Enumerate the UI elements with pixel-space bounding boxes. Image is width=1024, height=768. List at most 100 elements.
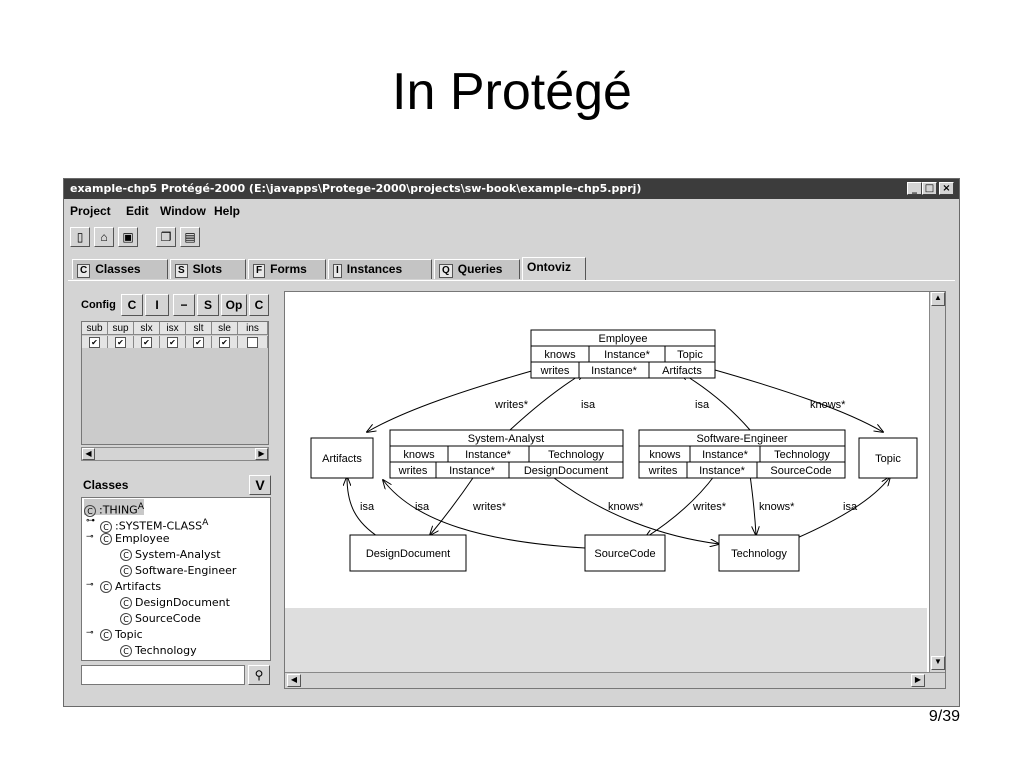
find-button[interactable]: ⚲ <box>248 665 270 685</box>
checkbox-sub[interactable]: ✔ <box>89 337 100 349</box>
menu-window[interactable]: Window <box>160 204 206 218</box>
col-slt: slt <box>186 322 212 335</box>
paste-button[interactable]: ▤ <box>180 227 200 247</box>
scroll-right-button[interactable]: ▶ <box>911 674 925 687</box>
panel-splitter[interactable] <box>276 291 282 691</box>
ontoviz-panel: writes* isa isa knows* isa isa writes* k… <box>284 291 946 689</box>
edge-writes-sa-dd <box>430 474 476 535</box>
save-project-button[interactable]: ▣ <box>118 227 138 247</box>
config-hscrollbar[interactable]: ◀ ▶ <box>81 447 269 461</box>
edge-isa-sc-artifacts <box>383 480 586 549</box>
scroll-left-button[interactable]: ◀ <box>82 448 95 460</box>
open-folder-icon: ⌂ <box>100 230 108 244</box>
label-writes-sa: writes* <box>472 501 507 513</box>
maximize-button[interactable]: □ <box>922 182 937 195</box>
scroll-right-button[interactable]: ▶ <box>255 448 268 460</box>
tree-node-thing[interactable]: C:THINGA <box>84 499 144 517</box>
forms-tab-icon: F <box>253 264 266 278</box>
tab-divider <box>68 280 955 281</box>
label-knows-top: knows* <box>810 399 846 411</box>
node-artifacts: Artifacts <box>322 453 362 465</box>
col-sup: sup <box>108 322 134 335</box>
collapse-icon[interactable]: ⊸ <box>86 580 94 590</box>
employee-name: Employee <box>599 333 648 345</box>
checkbox-ins[interactable] <box>247 337 258 349</box>
collapse-icon[interactable]: ⊸ <box>86 532 94 542</box>
menu-project[interactable]: Project <box>70 204 111 218</box>
svg-text:knows: knows <box>649 449 681 461</box>
instances-tab-icon: I <box>333 264 342 278</box>
copy-button[interactable]: ❐ <box>156 227 176 247</box>
label-isa-sc: isa <box>415 501 430 513</box>
software-engineer-name: Software-Engineer <box>696 433 787 445</box>
tab-ontoviz[interactable]: Ontoviz <box>522 257 586 280</box>
slot-config-button[interactable]: S <box>197 294 219 316</box>
checkbox-isx[interactable]: ✔ <box>167 337 178 349</box>
label-knows-se: knows* <box>759 501 795 513</box>
config-label[interactable]: Config <box>81 299 116 311</box>
label-isa-dd: isa <box>360 501 375 513</box>
class-search-input[interactable] <box>81 665 245 685</box>
graph-hscrollbar[interactable]: ◀ ▶ <box>285 672 945 688</box>
config-grid: sub sup slx isx slt sle ins ✔ ✔ ✔ ✔ ✔ ✔ <box>81 321 269 445</box>
minimize-button[interactable]: _ <box>907 182 922 195</box>
col-sle: sle <box>212 322 238 335</box>
expand-icon[interactable]: ⊶ <box>86 516 95 526</box>
col-sub: sub <box>82 322 108 335</box>
slots-tab-icon: S <box>175 264 188 278</box>
add-class-icon: C <box>127 298 137 312</box>
col-isx: isx <box>160 322 186 335</box>
svg-text:Instance*: Instance* <box>591 365 638 377</box>
classes-view-button[interactable]: V <box>249 475 271 495</box>
col-slx: slx <box>134 322 160 335</box>
edge-isa-se-employee <box>680 372 751 431</box>
class-icon: C <box>100 533 112 545</box>
edge-knows-se-technology <box>749 474 756 535</box>
add-instance-button[interactable]: I <box>145 294 169 316</box>
collapse-icon[interactable]: ⊸ <box>86 628 94 638</box>
new-project-button[interactable]: ▯ <box>70 227 90 247</box>
svg-text:SourceCode: SourceCode <box>770 465 831 477</box>
scroll-left-button[interactable]: ◀ <box>287 674 301 687</box>
add-class-button[interactable]: C <box>121 294 143 316</box>
class-icon: C <box>120 613 132 625</box>
class-icon: C <box>120 597 132 609</box>
window-title: example-chp5 Protégé-2000 (E:\javapps\Pr… <box>70 182 642 195</box>
classes-header: Classes <box>83 478 129 492</box>
graph-vscrollbar[interactable]: ▲ ▼ <box>929 292 945 672</box>
checkbox-slx[interactable]: ✔ <box>141 337 152 349</box>
checkbox-sup[interactable]: ✔ <box>115 337 126 349</box>
checkbox-slt[interactable]: ✔ <box>193 337 204 349</box>
canvas-empty-area <box>285 608 927 672</box>
svg-text:writes: writes <box>540 365 570 377</box>
open-project-button[interactable]: ⌂ <box>94 227 114 247</box>
tree-node-system-class[interactable]: C:SYSTEM-CLASSA <box>100 515 208 533</box>
class-icon: C <box>120 645 132 657</box>
edge-writes-se-sc <box>645 474 716 538</box>
checkbox-sle[interactable]: ✔ <box>219 337 230 349</box>
clear-button[interactable]: C <box>249 294 269 316</box>
menu-edit[interactable]: Edit <box>126 204 149 218</box>
scroll-up-button[interactable]: ▲ <box>931 292 945 306</box>
svg-text:Instance*: Instance* <box>465 449 512 461</box>
remove-button[interactable]: − <box>173 294 195 316</box>
close-button[interactable]: × <box>939 182 954 195</box>
copy-icon: ❐ <box>160 230 172 244</box>
options-button[interactable]: Op <box>221 294 247 316</box>
svg-text:writes: writes <box>398 465 428 477</box>
menu-help[interactable]: Help <box>214 204 241 218</box>
scroll-down-button[interactable]: ▼ <box>931 656 945 670</box>
